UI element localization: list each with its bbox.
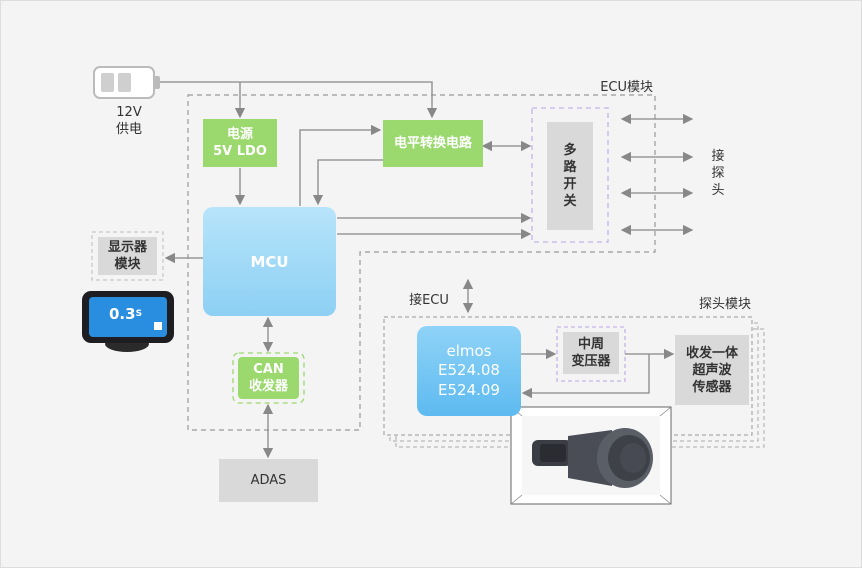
ecu-module-title: ECU模块	[600, 80, 653, 95]
display-frame	[91, 231, 164, 281]
battery-to-levelshift	[160, 81, 438, 119]
to-ecu-label: 接ECU	[409, 293, 449, 308]
display-device-icon	[82, 291, 174, 352]
adas-box: ADAS	[219, 459, 318, 502]
mcu-to-levelshift	[299, 124, 382, 206]
levelshift-to-mcu	[312, 159, 383, 206]
display-screen-value: 0.3	[109, 305, 136, 323]
power-ldo-box: 电源 5V LDO	[203, 119, 277, 167]
transducer-box: 收发一体 超声波 传感器	[675, 335, 749, 405]
elmos-brand: elmos	[446, 342, 492, 360]
display-screen-unit: S	[135, 309, 143, 319]
battery-icon	[93, 66, 160, 99]
display-module-box: 显示器 模块	[98, 237, 157, 275]
transformer-box: 中周 变压器	[563, 332, 619, 374]
elmos-part-1: E524.08	[438, 361, 500, 379]
battery-label: 12V 供电	[115, 105, 142, 137]
mux-frame	[531, 107, 609, 243]
ecu-module-frame	[187, 94, 656, 431]
level-shift-box: 电平转换电路	[383, 120, 483, 167]
probe-module-title: 探头模块	[698, 297, 751, 312]
probe-connection-label: 接 探 头	[711, 149, 725, 198]
elmos-chip-box: elmos E524.08 E524.09	[417, 326, 521, 416]
ultrasonic-sensor-illustration	[532, 428, 653, 488]
transducer-to-elmos	[521, 354, 650, 399]
elmos-part-2: E524.09	[438, 381, 500, 399]
mux-box: 多 路 开 关	[547, 122, 593, 230]
mcu-box: MCU	[203, 207, 336, 316]
can-transceiver-box: CAN 收发器	[238, 357, 299, 399]
can-frame	[232, 352, 305, 404]
